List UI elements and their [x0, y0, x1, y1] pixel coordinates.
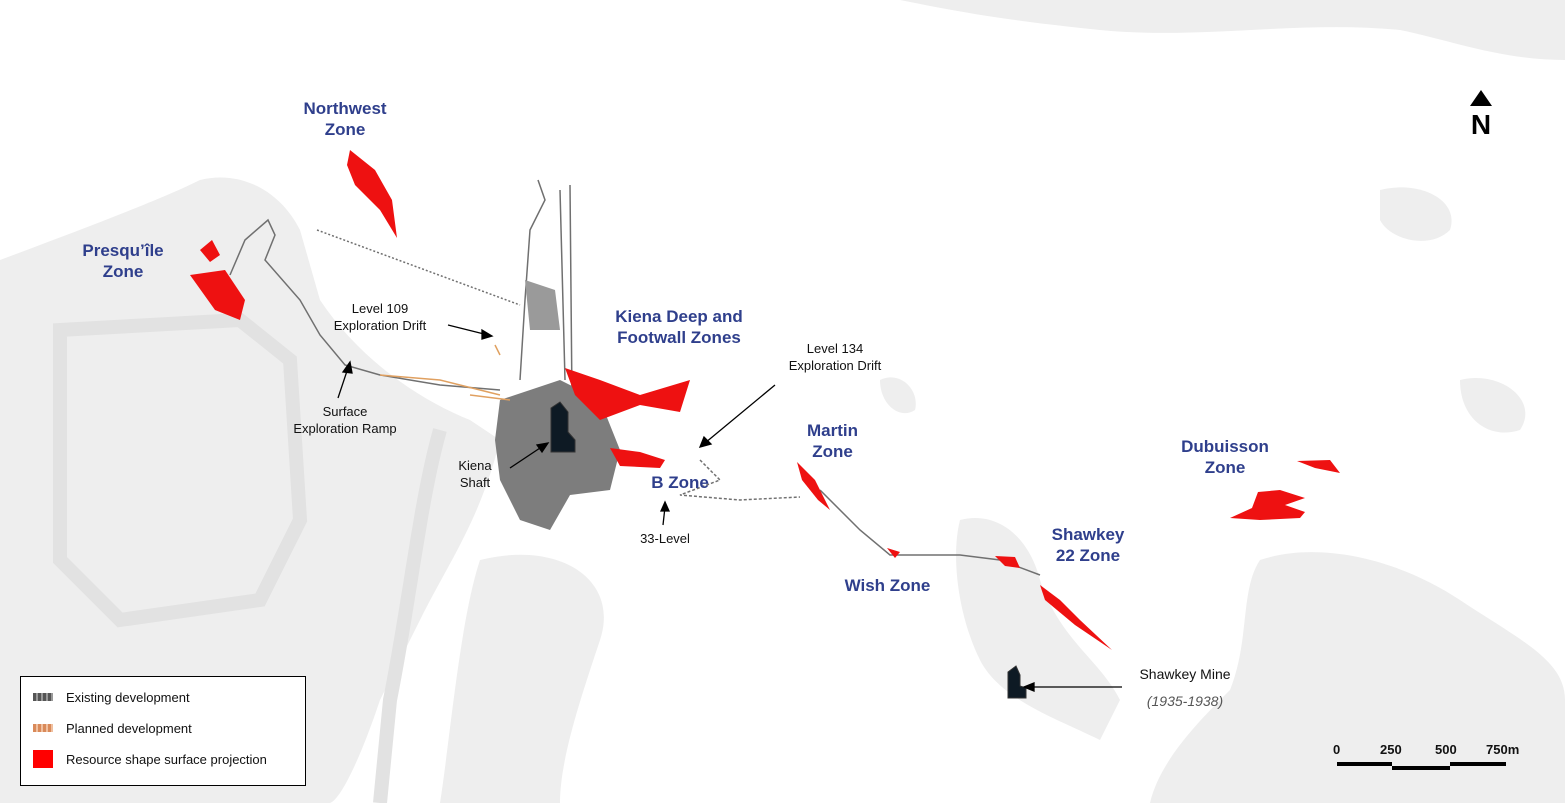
existing-development-mass	[495, 280, 620, 530]
zone-label-wish: Wish Zone	[844, 576, 931, 595]
legend: Existing development Planned development…	[20, 676, 306, 786]
zone-label-northwest: Northwest Zone	[303, 99, 387, 139]
zone-label-presquile: Presqu’île Zone	[82, 241, 164, 281]
shafts	[550, 401, 1027, 699]
note-level134: Level 134 Exploration Drift	[788, 341, 882, 373]
zone-label-dubuisson: Dubuisson Zone	[1181, 437, 1269, 477]
legend-item-resource: Resource shape surface projection	[33, 749, 267, 769]
zone-label-martin: Martin Zone	[807, 421, 858, 461]
legend-label: Existing development	[66, 689, 190, 705]
note-shawkey-mine: Shawkey Mine	[1139, 666, 1231, 682]
planned-swatch-icon	[33, 724, 53, 732]
water-channels	[53, 312, 447, 803]
note-level109: Level 109 Exploration Drift	[333, 301, 427, 333]
kiena-shaft-icon	[550, 401, 576, 453]
north-arrow-icon	[1470, 90, 1492, 106]
scale-tick-250: 250	[1380, 742, 1402, 757]
existing-swatch-icon	[33, 693, 53, 701]
scale-bar	[1337, 762, 1506, 770]
north-arrow: N	[1468, 90, 1494, 139]
note-kiena-shaft: Kiena Shaft	[458, 458, 492, 490]
legend-label: Planned development	[66, 720, 192, 736]
legend-item-existing: Existing development	[33, 687, 190, 707]
scale-tick-750: 750m	[1486, 742, 1520, 757]
planned-development	[379, 344, 511, 401]
zone-label-kiena-deep: Kiena Deep and Footwall Zones	[615, 307, 743, 347]
annotation-arrows	[337, 324, 1122, 692]
scale-tick-500: 500	[1435, 742, 1457, 757]
north-label: N	[1470, 109, 1492, 140]
zone-label-shawkey22: Shawkey 22 Zone	[1051, 525, 1125, 565]
resource-shapes	[190, 150, 1340, 650]
zone-label-b-zone: B Zone	[651, 473, 709, 492]
scale-tick-0: 0	[1333, 742, 1341, 757]
legend-label: Resource shape surface projection	[66, 751, 267, 767]
note-33-level: 33-Level	[640, 531, 690, 546]
legend-item-planned: Planned development	[33, 718, 192, 738]
note-shawkey-years: (1935-1938)	[1146, 693, 1224, 709]
resource-swatch-icon	[33, 750, 53, 768]
note-surface-ramp: Surface Exploration Ramp	[293, 404, 397, 436]
